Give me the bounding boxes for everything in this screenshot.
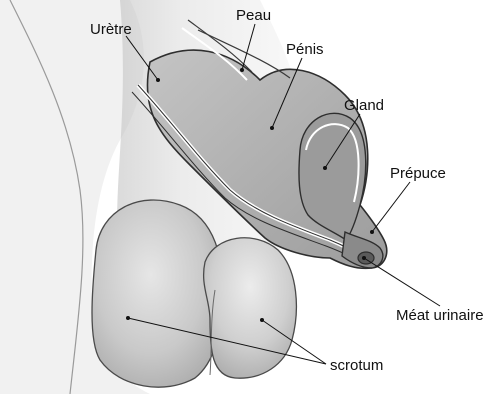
- leader-uretre-dot: [156, 78, 160, 82]
- leader-prepuce: [372, 182, 410, 232]
- leader-peau-dot: [240, 68, 244, 72]
- label-penis: Pénis: [286, 41, 324, 58]
- leader-scrotum-left-dot: [126, 316, 130, 320]
- label-gland: Gland: [344, 97, 384, 114]
- scrotum-left: [92, 200, 223, 387]
- leader-meat-dot: [362, 256, 366, 260]
- leader-scrotum-right-dot: [260, 318, 264, 322]
- label-uretre: Urètre: [90, 21, 132, 38]
- leader-penis-dot: [270, 126, 274, 130]
- leader-gland-dot: [323, 166, 327, 170]
- label-meat: Méat urinaire: [396, 307, 484, 324]
- label-peau: Peau: [236, 7, 271, 24]
- label-scrotum: scrotum: [330, 357, 383, 374]
- scrotum-right: [204, 238, 297, 378]
- label-prepuce: Prépuce: [390, 165, 446, 182]
- leader-prepuce-dot: [370, 230, 374, 234]
- leader-meat: [364, 258, 440, 306]
